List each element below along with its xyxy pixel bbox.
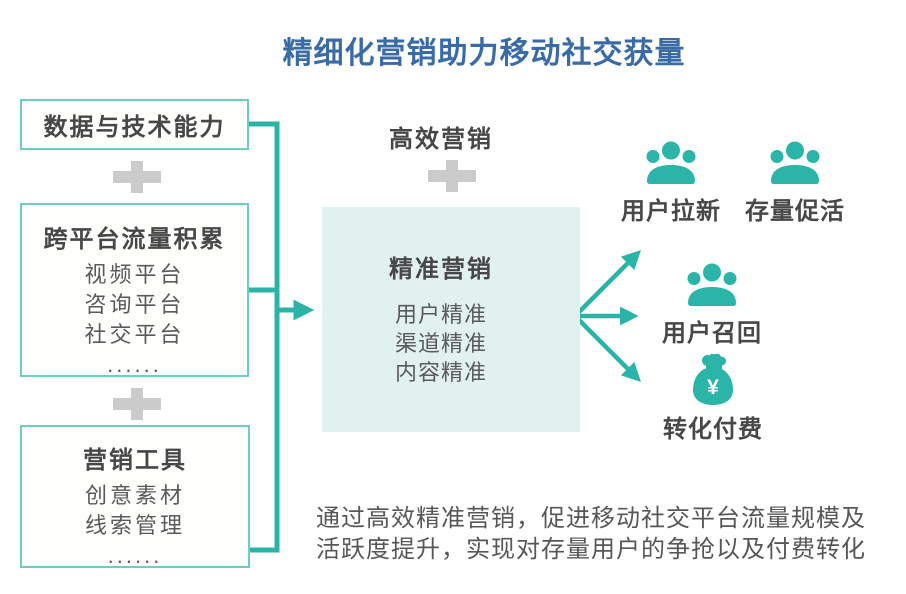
box-item: 视频平台 <box>84 262 185 287</box>
box-title: 跨平台流量积累 <box>43 226 226 253</box>
box-item-ellipsis: ...... <box>107 352 162 377</box>
summary-line-1: 通过高效精准营销，促进移动社交平台流量规模及 <box>316 505 866 532</box>
people-group-icon <box>687 263 737 306</box>
box-item: 渠道精准 <box>394 331 487 356</box>
precision-marketing-box: 精准营销 用户精准 渠道精准 内容精准 <box>322 207 580 432</box>
outcome-user-recall: 用户召回 <box>652 263 772 348</box>
plus-icon <box>113 388 161 420</box>
summary-caption: 通过高效精准营销，促进移动社交平台流量规模及 活跃度提升，实现对存量用户的争抢以… <box>316 503 886 565</box>
outcome-label: 存量促活 <box>745 198 845 225</box>
box-item: 社交平台 <box>84 322 185 347</box>
box-item: 线索管理 <box>84 513 185 538</box>
input-box-marketing-tools: 营销工具 创意素材 线索管理 ...... <box>20 425 250 568</box>
outcome-label: 转化付费 <box>663 416 763 443</box>
left-bracket-line <box>249 121 280 553</box>
money-bag-icon: ¥ <box>693 354 733 405</box>
input-box-data-tech: 数据与技术能力 <box>20 99 249 150</box>
input-box-cross-platform-traffic: 跨平台流量积累 视频平台 咨询平台 社交平台 ...... <box>20 203 249 377</box>
fan-arrow-up <box>573 249 642 318</box>
box-item: 用户精准 <box>394 302 487 327</box>
page-title: 精细化营销助力移动社交获量 <box>282 37 686 70</box>
fan-arrow-down <box>573 314 642 383</box>
outcome-user-acquisition: 用户拉新 <box>611 141 731 226</box>
box-title: 数据与技术能力 <box>43 114 226 141</box>
outcome-paid-conversion: ¥ 转化付费 <box>653 354 773 444</box>
box-item: 咨询平台 <box>84 292 185 317</box>
box-item: 创意素材 <box>84 483 185 508</box>
plus-icon <box>113 161 161 193</box>
yen-symbol: ¥ <box>707 376 719 399</box>
box-item-ellipsis: ...... <box>107 543 163 568</box>
precision-marketing-title: 精准营销 <box>389 256 493 283</box>
people-group-icon <box>770 141 820 184</box>
efficient-marketing-label: 高效营销 <box>389 126 493 153</box>
outcome-label: 用户拉新 <box>621 198 721 225</box>
people-group-icon <box>646 141 696 184</box>
outcome-stock-activation: 存量促活 <box>735 141 855 226</box>
summary-line-2: 活跃度提升，实现对存量用户的争抢以及付费转化 <box>316 536 866 563</box>
box-title: 营销工具 <box>83 447 187 474</box>
plus-icon <box>428 160 476 192</box>
outcome-label: 用户召回 <box>662 320 762 347</box>
box-item: 内容精准 <box>394 360 487 385</box>
